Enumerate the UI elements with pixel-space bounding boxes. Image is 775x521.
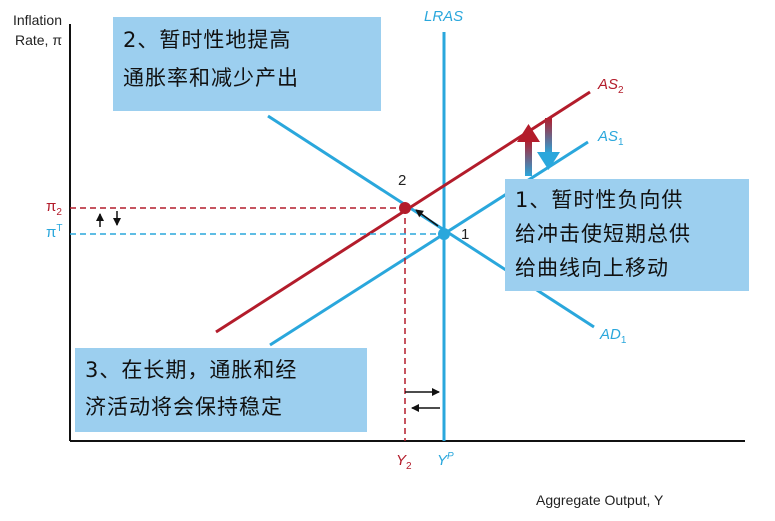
yp-sup: P <box>447 451 454 462</box>
as2-label: AS2 <box>598 76 624 96</box>
x-axis-label: Aggregate Output, Y <box>536 492 664 508</box>
as2-label-main: AS <box>598 76 619 93</box>
ad1-label-main: AD <box>600 326 621 343</box>
lras-label: LRAS <box>424 8 464 25</box>
callout-step-3-line2: 济活动将会保持稳定 <box>85 395 283 419</box>
y-axis-label-line1: Inflation <box>12 12 62 28</box>
point-2-label: 2 <box>398 172 407 189</box>
callout-step-1: 1、暂时性负向供 给冲击使短期总供 给曲线向上移动 <box>505 179 749 291</box>
piT-sup: T <box>56 223 63 234</box>
y-axis-label: Inflation Rate, π <box>4 10 62 50</box>
yp-main: Y <box>437 452 448 469</box>
piT-tick-label: πT <box>46 223 63 241</box>
as1-label-sub: 1 <box>618 137 624 148</box>
callout-step-2: 2、暂时性地提高 通胀率和减少产出 <box>113 17 381 111</box>
point-1-label: 1 <box>461 226 470 243</box>
callout-step-1-line3: 给曲线向上移动 <box>515 256 669 280</box>
y-axis-label-line2: Rate, π <box>14 32 62 48</box>
shift-arrow-1-to-2 <box>415 209 439 227</box>
callout-step-2-line2: 通胀率和减少产出 <box>123 66 299 90</box>
as1-line <box>269 140 589 347</box>
ad1-label: AD1 <box>600 326 627 346</box>
pi2-tick-label: π2 <box>46 198 62 218</box>
callout-step-3-line1: 3、在长期，通胀和经 <box>85 358 298 382</box>
piT-main: π <box>46 224 57 241</box>
as1-label-main: AS <box>598 128 619 145</box>
point-1-marker <box>438 228 450 240</box>
y2-tick-label: Y2 <box>396 452 412 472</box>
yp-tick-label: YP <box>437 451 454 469</box>
y2-main: Y <box>396 452 407 469</box>
point-2-marker <box>399 202 411 214</box>
as-shift-up-arrow <box>517 124 540 176</box>
as2-label-sub: 2 <box>618 85 624 96</box>
callout-step-1-line2: 给冲击使短期总供 <box>515 222 691 246</box>
callout-step-2-line1: 2、暂时性地提高 <box>123 28 292 52</box>
pi2-sub: 2 <box>56 207 62 218</box>
callout-step-3: 3、在长期，通胀和经 济活动将会保持稳定 <box>75 348 367 432</box>
pi2-main: π <box>46 198 57 215</box>
as-shift-down-arrow <box>537 118 560 170</box>
y2-sub: 2 <box>406 461 412 472</box>
ad1-label-sub: 1 <box>620 335 627 346</box>
callout-step-1-line1: 1、暂时性负向供 <box>515 188 684 212</box>
as1-label: AS1 <box>598 128 624 148</box>
